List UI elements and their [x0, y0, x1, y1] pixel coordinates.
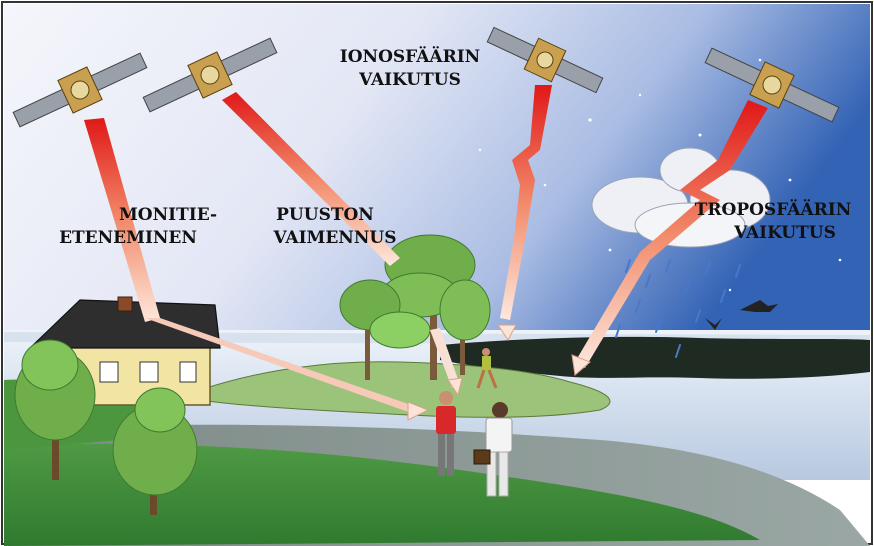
signal-beam-reflected [145, 318, 420, 414]
signal-beam-ionosphere [500, 85, 552, 320]
far-shoreline [440, 336, 870, 379]
label-canopy-line2: VAIMENNUS [273, 228, 397, 248]
label-multipath-line2: ETENEMINEN [59, 228, 197, 248]
signal-beam-canopy-through [430, 328, 460, 388]
label-canopy-line1: PUUSTON [276, 205, 374, 225]
satellite-icon [142, 37, 278, 113]
stars [478, 58, 842, 292]
label-iono-line2: VAIKUTUS [358, 70, 461, 90]
tree-group-left [14, 339, 198, 515]
arrowheads [407, 324, 591, 421]
island [199, 361, 611, 418]
label-multipath-line1: MONITIE- [119, 205, 217, 225]
person-icon [473, 402, 513, 497]
label-tropo-line1: TROPOSFÄÄRIN [695, 199, 852, 220]
satellite-icon [704, 47, 840, 123]
signal-beam-multipath [84, 118, 160, 322]
bird-icon [705, 300, 778, 330]
label-iono-line1: IONOSFÄÄRIN [340, 46, 480, 67]
signal-beam-troposphere [575, 100, 768, 368]
satellite-icon [12, 52, 148, 128]
person-icon [436, 391, 456, 476]
tree-group-island [339, 234, 491, 380]
satellite-icon [486, 26, 604, 94]
signal-beam-canopy [222, 92, 400, 266]
person-icon [476, 348, 498, 389]
signal-beams [84, 85, 768, 414]
label-tropo-line2: VAIKUTUS [733, 223, 836, 243]
